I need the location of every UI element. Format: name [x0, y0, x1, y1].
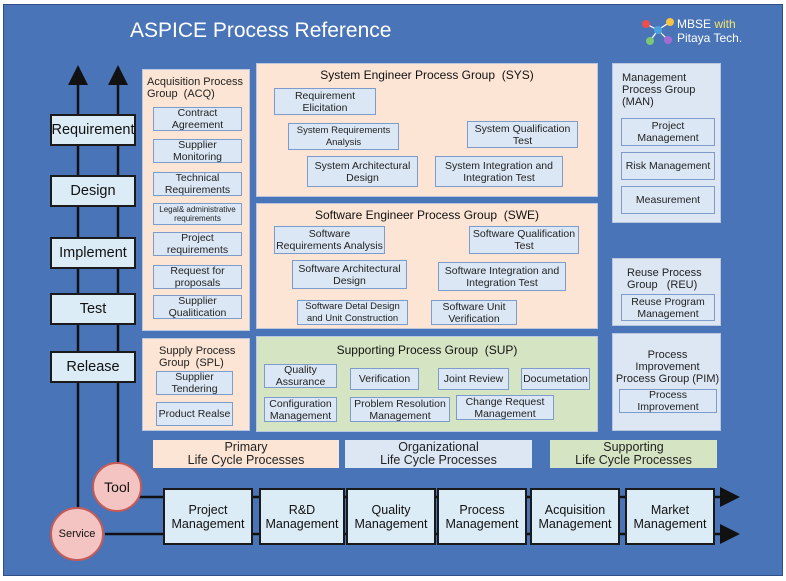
sup-item-configuration-management[interactable]: Configuration Management — [264, 397, 337, 422]
acq-item-supplier-monitoring[interactable]: Supplier Monitoring — [153, 139, 242, 163]
stage-test[interactable]: Test — [50, 293, 136, 325]
swe-item-software-integration-test[interactable]: Software Integration and Integration Tes… — [438, 262, 566, 291]
spl-item-supplier-tendering[interactable]: Supplier Tendering — [156, 371, 233, 395]
dept-acquisition-management[interactable]: Acquisition Management — [530, 488, 620, 545]
dept-market-management[interactable]: Market Management — [625, 488, 715, 545]
reu-group: Reuse Process Group (REU) Reuse Program … — [612, 258, 721, 326]
service-circle[interactable]: Service — [50, 507, 104, 561]
swe-item-software-requirements-analysis[interactable]: Software Requirements Analysis — [274, 226, 385, 254]
spl-item-product-release[interactable]: Product Realse — [156, 402, 233, 426]
man-item-project-management[interactable]: Project Management — [621, 118, 715, 146]
stage-requirement[interactable]: Requirement — [50, 114, 136, 146]
dept-process-management[interactable]: Process Management — [437, 488, 527, 545]
dept-quality-management[interactable]: Quality Management — [346, 488, 436, 545]
pim-title: Process Improvement Process Group (PIM) — [615, 349, 720, 385]
page-title: ASPICE Process Reference — [130, 19, 392, 42]
swe-title: Software Engineer Process Group (SWE) — [314, 208, 540, 222]
sup-item-joint-review[interactable]: Joint Review — [438, 368, 509, 390]
pim-group: Process Improvement Process Group (PIM) … — [612, 333, 721, 431]
sys-title: System Engineer Process Group (SYS) — [320, 68, 534, 82]
sup-title: Supporting Process Group (SUP) — [336, 343, 518, 357]
acq-item-contract-agreement[interactable]: Contract Agreement — [153, 107, 242, 131]
swe-item-software-unit-verification[interactable]: Software Unit Verification — [431, 300, 517, 325]
mbse-logo-icon — [642, 18, 674, 45]
man-title: Management Process Group (MAN) — [622, 72, 696, 108]
acq-item-request-for-proposals[interactable]: Request for proposals — [153, 265, 242, 289]
sys-item-system-qualification-test[interactable]: System Qualification Test — [467, 121, 578, 148]
swe-group: Software Engineer Process Group (SWE) So… — [256, 203, 598, 329]
acq-item-project-requirements[interactable]: Project requirements — [153, 232, 242, 256]
acq-title: Acquisition Process Group (ACQ) — [147, 76, 243, 100]
pim-item-process-improvement[interactable]: Process Improvement — [619, 389, 717, 413]
acq-item-supplier-qualification[interactable]: Supplier Qualitication — [153, 295, 242, 319]
tool-circle[interactable]: Tool — [92, 462, 142, 512]
sup-group: Supporting Process Group (SUP) Quality A… — [256, 336, 598, 432]
stage-implement[interactable]: Implement — [50, 237, 136, 269]
mbse-logo-text: MBSE with Pitaya Tech. — [677, 17, 743, 45]
swe-item-software-architectural-design[interactable]: Software Architectural Design — [292, 260, 407, 289]
sup-item-quality-assurance[interactable]: Quality Assurance — [264, 364, 337, 388]
man-group: Management Process Group (MAN) Project M… — [612, 63, 721, 223]
sup-item-problem-resolution-management[interactable]: Problem Resolution Management — [350, 397, 450, 422]
stage-release[interactable]: Release — [50, 351, 136, 383]
sys-item-system-requirements-analysis[interactable]: System Requirements Analysis — [288, 123, 399, 150]
man-item-risk-management[interactable]: Risk Management — [621, 152, 715, 180]
spl-group: Supply Process Group (SPL) Supplier Tend… — [142, 338, 250, 431]
acq-group: Acquisition Process Group (ACQ) Contract… — [142, 69, 250, 331]
reu-item-reuse-program-management[interactable]: Reuse Program Management — [621, 294, 715, 321]
reu-title: Reuse Process Group (REU) — [627, 267, 702, 291]
sys-item-system-integration-test[interactable]: System Integration and Integration Test — [435, 156, 563, 187]
man-item-measurement[interactable]: Measurement — [621, 186, 715, 214]
sup-item-change-request-management[interactable]: Change Request Management — [456, 395, 554, 420]
swe-item-software-qualification-test[interactable]: Software Qualification Test — [469, 226, 579, 254]
sup-item-documentation[interactable]: Documetation — [521, 368, 590, 390]
sys-item-system-architectural-design[interactable]: System Architectural Design — [307, 156, 418, 187]
spl-title: Supply Process Group (SPL) — [159, 345, 236, 369]
sys-item-requirement-elicitation[interactable]: Requirement Elicitation — [274, 88, 376, 115]
dept-project-management[interactable]: Project Management — [163, 488, 253, 545]
swe-item-software-detail-design[interactable]: Software Detal Design and Unit Construct… — [297, 300, 408, 325]
stage-design[interactable]: Design — [50, 175, 136, 207]
dept-rd-management[interactable]: R&D Management — [259, 488, 345, 545]
acq-item-legal-requirements[interactable]: Legal& administrative requirements — [153, 203, 242, 225]
sup-item-verification[interactable]: Verification — [350, 368, 419, 390]
acq-item-technical-requirements[interactable]: Technical Requirements — [153, 172, 242, 196]
sys-group: System Engineer Process Group (SYS) Requ… — [256, 63, 598, 197]
